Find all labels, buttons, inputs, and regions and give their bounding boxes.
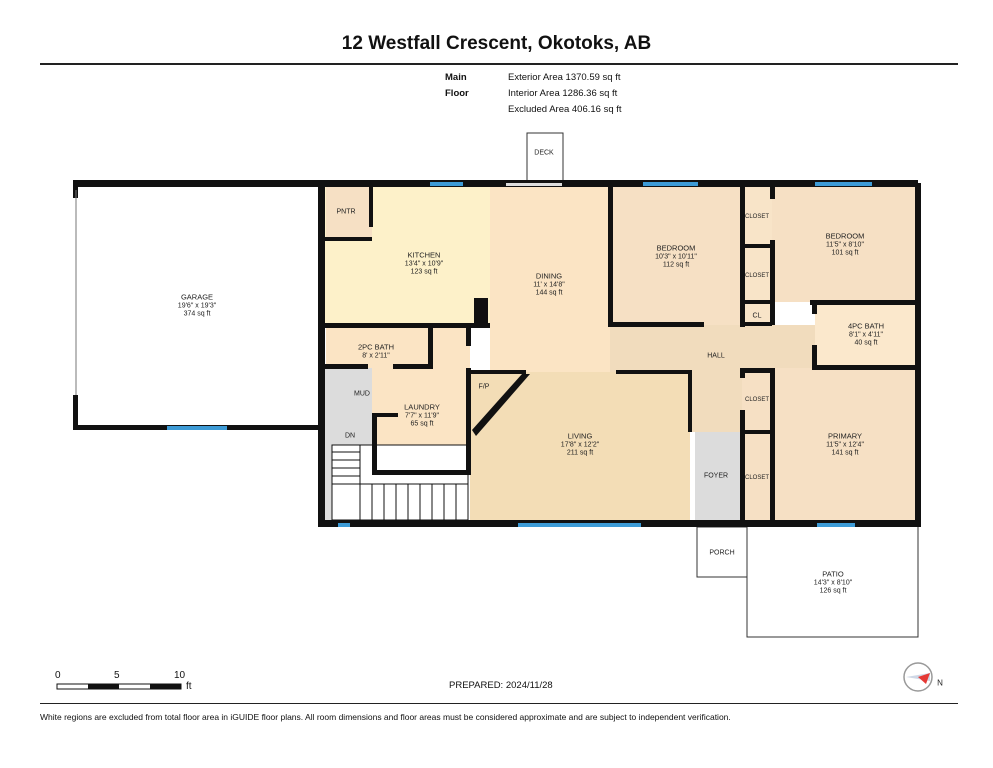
label-closet-1: CLOSET (744, 214, 770, 220)
hall-area (610, 325, 815, 372)
prepared-date: PREPARED: 2024/11/28 (449, 680, 553, 691)
label-closet-4: CLOSET (744, 475, 770, 481)
dining-area (490, 187, 610, 373)
disclaimer: White regions are excluded from total fl… (40, 712, 731, 722)
closets-area (742, 187, 772, 325)
bedroom-2-area (772, 187, 918, 302)
footer-divider (40, 703, 958, 704)
label-closet-3: CLOSET (744, 397, 770, 403)
scale-tick-10: 10 (174, 670, 186, 681)
bedroom-1-area (610, 187, 742, 325)
patio (746, 527, 919, 638)
page-title: 12 Westfall Crescent, Okotoks, AB (341, 33, 652, 54)
hall-area-2 (690, 372, 742, 432)
label-porch: PORCH (709, 549, 735, 557)
label-foyer: FOYER (703, 472, 729, 480)
porch (696, 526, 748, 578)
pantry-area (326, 187, 372, 240)
stairs (331, 444, 469, 521)
label-cl: CL (752, 312, 762, 320)
scale-unit: ft (186, 681, 192, 692)
header-divider (40, 63, 958, 65)
label-hall: HALL (707, 352, 725, 360)
foyer-area (695, 432, 740, 524)
label-fireplace: F/P (478, 383, 490, 391)
compass-icon (903, 662, 933, 692)
floor-name: Main Floor (445, 72, 469, 99)
garage-area (73, 183, 322, 429)
compass-north-label: N (937, 678, 943, 688)
label-deck: DECK (534, 149, 554, 157)
interior-area: Interior Area 1286.36 sq ft (508, 88, 618, 99)
label-down-stairs: DN (344, 432, 356, 440)
scale-tick-0: 0 (55, 670, 61, 681)
bath-4pc-area (815, 302, 918, 368)
label-mud: MUD (354, 390, 370, 398)
exterior-area: Exterior Area 1370.59 sq ft (508, 72, 621, 83)
label-pantry: PNTR (336, 208, 356, 216)
scale-bar (56, 683, 182, 690)
deck (526, 132, 564, 186)
label-closet-2: CLOSET (744, 273, 770, 279)
excluded-area: Excluded Area 406.16 sq ft (508, 104, 622, 115)
scale-tick-5: 5 (114, 670, 120, 681)
windows (167, 182, 872, 527)
